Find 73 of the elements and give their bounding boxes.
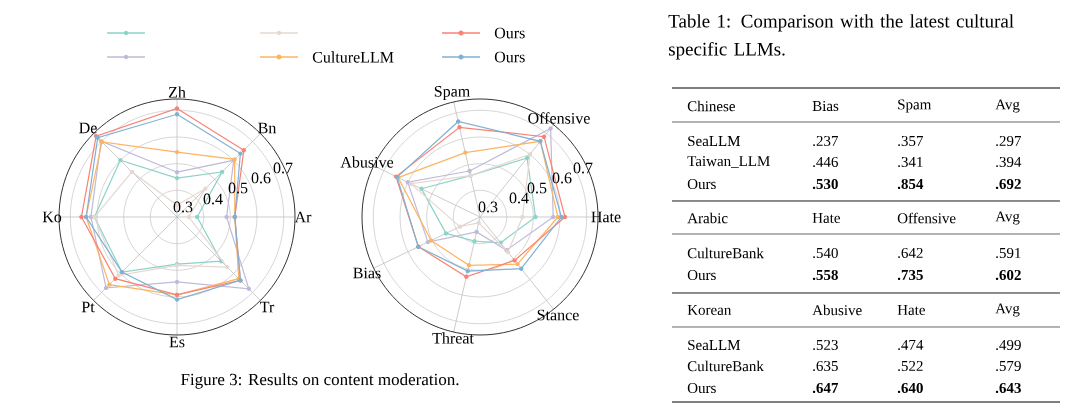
table-cell: Abusive xyxy=(812,304,862,316)
table-cell: .394 xyxy=(996,156,1022,168)
table-cell: .297 xyxy=(996,135,1021,147)
axis-label: Abusive xyxy=(340,156,394,168)
axis-label: Zh xyxy=(168,86,186,98)
table-cell: Ours xyxy=(687,382,716,393)
tick-label: 0.4 xyxy=(509,192,529,204)
table-cell: Hate xyxy=(812,213,840,223)
table-cell: .341 xyxy=(898,156,923,168)
table-cell: .523 xyxy=(813,339,838,351)
table-cell: Avg xyxy=(995,211,1020,225)
legend-label: CultureLLM xyxy=(312,51,394,63)
axis-label: Es xyxy=(169,336,185,348)
table-cell: Ours xyxy=(687,269,716,281)
table-cell: Taiwan_LLM xyxy=(687,156,770,168)
table-cell: SeaLLM xyxy=(688,339,741,351)
table-cell: .591 xyxy=(996,247,1021,259)
tick-label: 0.6 xyxy=(251,172,271,184)
table-cell: .530 xyxy=(812,178,838,190)
axis-label: Ar xyxy=(294,211,312,223)
table-cell: CultureBank xyxy=(687,360,764,372)
axis-label: Bn xyxy=(258,122,277,134)
axis-label: Tr xyxy=(260,301,275,313)
table-cell: Bias xyxy=(812,100,839,112)
axis-label: Spam xyxy=(434,86,470,100)
table-cell: Avg xyxy=(995,99,1020,113)
tick-label: 0.4 xyxy=(203,193,223,205)
axis-label: Bias xyxy=(353,267,381,279)
table-cell: Offensive xyxy=(897,212,956,224)
figure-caption: Figure 3: Results on content moderation. xyxy=(181,373,459,389)
tick-label: 0.3 xyxy=(173,201,193,213)
table-cell: Avg xyxy=(995,303,1020,317)
table-cell: Chinese xyxy=(687,100,735,112)
axis-label: De xyxy=(79,122,97,134)
table-cell: .357 xyxy=(898,135,923,147)
table-cell: .642 xyxy=(898,247,923,259)
axis-label: Hate xyxy=(591,211,621,223)
tick-label: 0.7 xyxy=(273,162,293,174)
table-cell: .499 xyxy=(996,339,1021,351)
tick-label: 0.7 xyxy=(573,162,593,174)
table-cell: .854 xyxy=(897,178,924,190)
table-cell: .579 xyxy=(996,360,1021,372)
table-cell: Hate xyxy=(897,305,925,315)
table-cell: .692 xyxy=(995,178,1021,190)
table-cell: .237 xyxy=(813,135,838,147)
table-cell: .647 xyxy=(812,382,839,394)
table-cell: .735 xyxy=(897,269,923,281)
table-cell: .474 xyxy=(898,339,924,351)
table-cell: .540 xyxy=(813,247,838,259)
table-cell: CultureBank xyxy=(687,247,764,259)
tick-label: 0.3 xyxy=(478,201,498,213)
table-cell: Ours xyxy=(687,178,716,190)
table-cell: Spam xyxy=(898,99,932,113)
axis-label: Threat xyxy=(432,332,474,344)
table-cell: .446 xyxy=(813,156,838,168)
table-cell: .558 xyxy=(812,269,838,281)
legend-label: Ours xyxy=(494,51,525,63)
table-title: Table 1: Comparison with the latest cultural specific LLMs. xyxy=(668,14,1014,60)
table-cell: SeaLLM xyxy=(688,135,741,147)
table-cell: Arabic xyxy=(687,212,728,224)
tick-label: 0.5 xyxy=(228,182,248,194)
table-cell: .643 xyxy=(995,382,1021,394)
tick-label: 0.6 xyxy=(552,172,572,184)
table-cell: .602 xyxy=(995,269,1021,281)
axis-label: Ko xyxy=(42,211,62,223)
tick-label: 0.5 xyxy=(527,182,547,194)
table-cell: .522 xyxy=(898,360,923,372)
table-cell: .640 xyxy=(897,382,923,394)
axis-label: Offensive xyxy=(528,112,590,124)
table-cell: Korean xyxy=(687,305,732,315)
table-cell: .635 xyxy=(813,360,838,372)
axis-label: Pt xyxy=(81,301,95,313)
legend-label: Ours xyxy=(494,27,525,39)
